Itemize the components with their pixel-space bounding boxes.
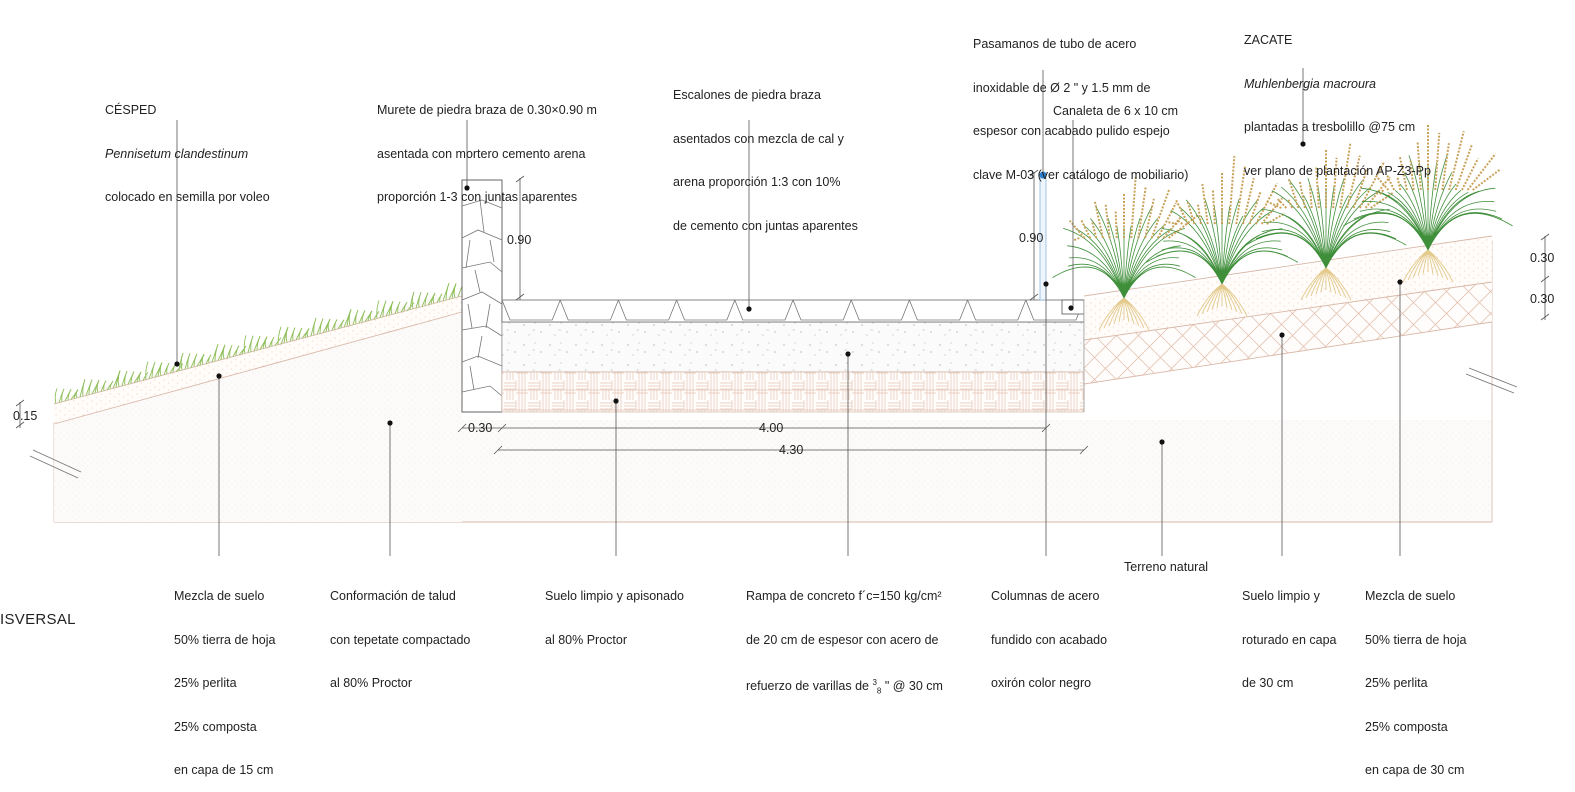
murete-line-3: proporción 1-3 con juntas aparentes [377,190,578,204]
cross-section-drawing [15,68,1550,556]
pasamanos-line-3: espesor con acabado pulido espejo [973,124,1170,138]
columnas-line-1: Columnas de acero [991,589,1100,603]
zacate-line-1: plantadas a tresbolillo @75 cm [1244,120,1416,134]
rampa-line-3: refuerzo de varillas de 38 " @ 30 cm [746,676,943,699]
mezcla-right-line-1: Mezcla de suelo [1365,589,1456,603]
mezcla-right-line-4: 25% composta [1365,719,1448,734]
zacate-plants [1052,124,1513,331]
dimension-lines [15,169,1550,455]
suelo-roturado-line-3: de 30 cm [1242,676,1294,690]
label-mezcla-right: Mezcla de suelo 50% tierra de hoja 25% p… [1365,560,1466,792]
zacate-plant [1145,155,1299,317]
cesped-name: CÉSPED [105,103,157,117]
cesped-species: Pennisetum clandestinum [105,146,249,161]
pasamanos-line-4: clave M-03 (ver catálogo de mobiliario) [973,167,1189,182]
label-terreno: Terreno natural [1124,560,1209,574]
rampa-suffix: " @ 30 cm [881,679,943,694]
zacate-line-2: ver plano de plantación AP-Z3-Pp [1244,163,1431,178]
label-murete: Murete de piedra braza de 0.30×0.90 m as… [377,74,597,219]
label-canaleta: Canaleta de 6 x 10 cm [1053,104,1179,118]
suelo-limpio-line-1: Suelo limpio y apisonado [545,589,684,603]
label-rampa: Rampa de concreto f´c=150 kg/cm² de 20 c… [746,560,943,714]
zacate-species: Muhlenbergia macroura [1244,76,1377,91]
escalones-line-2: asentados con mezcla de cal y [673,131,844,146]
mezcla-left-line-4: 25% composta [174,719,257,734]
zacate-plant [1052,176,1199,331]
drawing-title: ISVERSAL [0,611,76,628]
mezcla-right-line-5: en capa de 30 cm [1365,763,1465,777]
dim-total-width: 4.30 [779,443,804,457]
escalones-line-3: arena proporción 1:3 con 10% [673,175,841,189]
escalones-line-1: Escalones de piedra braza [673,88,822,102]
zacate-plant [1343,124,1513,283]
talud-line-1: Conformación de talud [330,589,456,603]
suelo-roturado-line-2: roturado en capa [1242,632,1337,647]
rampa-line-2: de 20 cm de espesor con acero de [746,632,939,647]
label-columnas: Columnas de acero fundido con acabado ox… [991,560,1107,705]
suelo-roturado-line-1: Suelo limpio y [1242,589,1320,603]
dim-right-bottom: 0.30 [1530,292,1555,306]
dim-left-layer: 0.15 [13,409,38,423]
rampa-prefix: refuerzo de varillas de [746,679,873,694]
mezcla-left-line-1: Mezcla de suelo [174,589,265,603]
label-suelo-roturado: Suelo limpio y roturado en capa de 30 cm [1242,560,1337,705]
columnas-line-2: fundido con acabado [991,632,1108,647]
columnas-line-3: oxirón color negro [991,676,1092,690]
mezcla-right-line-3: 25% perlita [1365,676,1428,690]
label-escalones: Escalones de piedra braza asentados con … [673,59,858,248]
label-suelo-limpio: Suelo limpio y apisonado al 80% Proctor [545,560,684,662]
label-mezcla-left: Mezcla de suelo 50% tierra de hoja 25% p… [174,560,275,792]
cesped-desc: colocado en semilla por voleo [105,190,270,204]
suelo-limpio-line-2: al 80% Proctor [545,632,627,647]
zacate-name: ZACATE [1244,33,1293,47]
escalones-line-4: de cemento con juntas aparentes [673,218,858,233]
murete-line-1: Murete de piedra braza de 0.30×0.90 m [377,103,597,117]
mezcla-left-line-3: 25% perlita [174,676,237,690]
dim-wall-width: 0.30 [468,421,493,435]
zacate-plant [1245,143,1407,301]
label-talud: Conformación de talud con tepetate compa… [330,560,470,705]
grass-strip [54,282,464,404]
dim-wall-height: 0.90 [507,233,532,247]
handrail-column [1039,171,1047,301]
rampa-line-1: Rampa de concreto f´c=150 kg/cm² [746,589,942,603]
leader-lines [174,68,1403,556]
pasamanos-line-2: inoxidable de Ø 2 " y 1.5 mm de [973,80,1151,95]
pasamanos-line-1: Pasamanos de tubo de acero [973,37,1137,51]
talud-line-2: con tepetate compactado [330,632,471,647]
label-zacate: ZACATE Muhlenbergia macroura plantadas a… [1244,4,1431,193]
label-pasamanos: Pasamanos de tubo de acero inoxidable de… [973,8,1188,197]
mezcla-right-line-2: 50% tierra de hoja [1365,632,1467,647]
dim-right-top: 0.30 [1530,251,1555,265]
left-slope [53,290,463,522]
dim-ramp-width: 4.00 [759,421,784,435]
break-symbols [29,367,1518,479]
rampa-frac-num: 3 [872,678,877,687]
right-beds [1083,235,1493,412]
label-cesped: CÉSPED Pennisetum clandestinum colocado … [105,74,270,219]
talud-line-3: al 80% Proctor [330,676,412,690]
ramp [501,299,1085,413]
mezcla-left-line-2: 50% tierra de hoja [174,632,276,647]
mezcla-left-line-5: en capa de 15 cm [174,763,274,777]
dim-rail-height: 0.90 [1019,231,1044,245]
stone-wall [461,179,503,413]
murete-line-2: asentada con mortero cemento arena [377,146,586,161]
